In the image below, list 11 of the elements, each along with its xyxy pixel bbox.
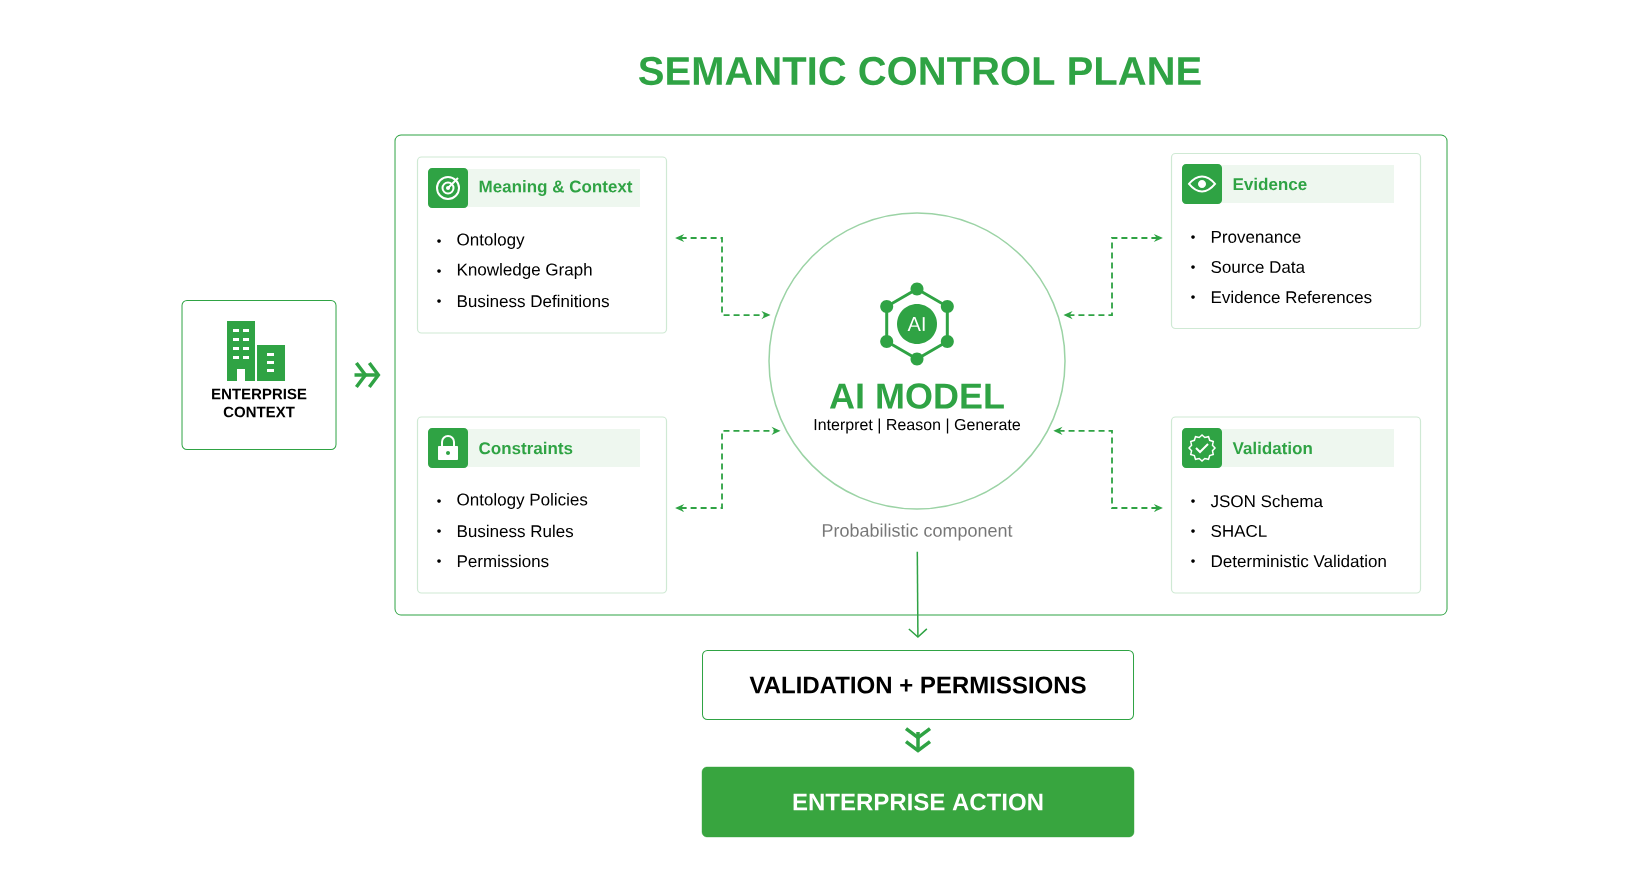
node-label: Probabilistic component [822, 523, 1013, 541]
context-box: ENTERPRISE CONTEXT [181, 300, 337, 450]
title: SEMANTIC CONTROL PLANE [638, 56, 1201, 86]
card: Validation JSON Schema SHACL Deterministic Validation [1170, 416, 1422, 594]
action-button: ENTERPRISE ACTION [701, 766, 1135, 838]
stage-box: VALIDATION + PERMISSIONS [702, 650, 1134, 720]
panel-frame [394, 134, 1448, 616]
arrow [908, 551, 928, 638]
card: Meaning & Context Ontology Knowledge Graph Business Definitions [416, 156, 668, 334]
card: Evidence Provenance Source Data Evidence References [1170, 152, 1422, 330]
card: Constraints Ontology Policies Business Rules Permissions [416, 416, 668, 594]
